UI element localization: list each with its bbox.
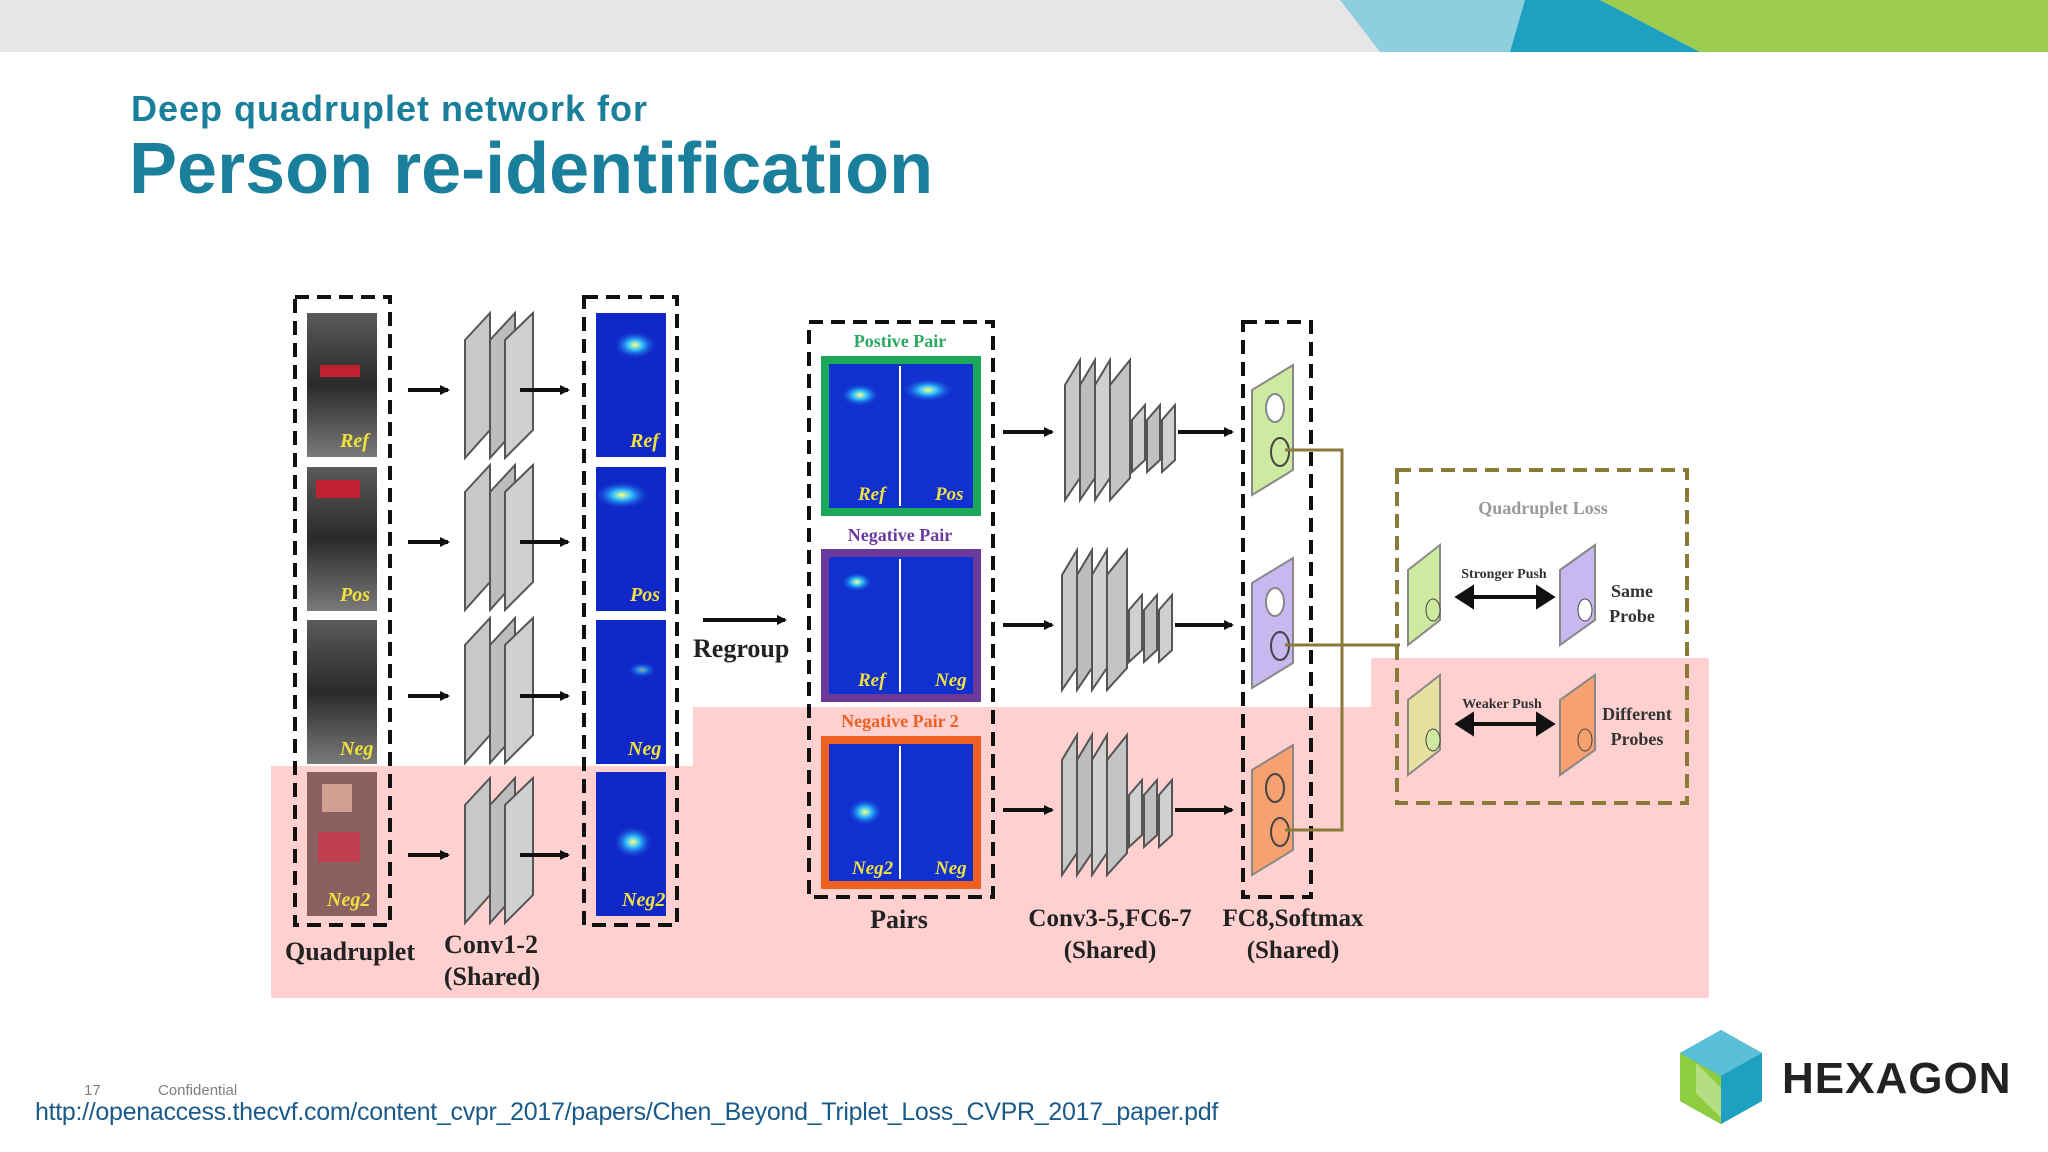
same-probe-line1: Same (1611, 581, 1653, 601)
image-label-ref: Ref (339, 430, 371, 452)
image-label-pos: Pos (339, 584, 370, 606)
fc8-green (1251, 363, 1294, 497)
heatmap-neg (596, 620, 666, 764)
regroup-label: Regroup (693, 634, 789, 663)
top-decoration (1340, 0, 2048, 52)
same-probe-line2: Probe (1609, 606, 1655, 626)
quadruplet-loss-box (1395, 468, 1689, 805)
conv12-block-3 (464, 615, 534, 766)
conv12-shared: (Shared) (444, 962, 540, 991)
quadruplet-images: Ref Pos Neg Neg2 (307, 313, 377, 916)
conv12-block-4 (464, 775, 534, 926)
different-probes-line2: Probes (1611, 729, 1664, 749)
quadruplet-label: Quadruplet (285, 937, 415, 966)
quadruplet-box (293, 295, 392, 927)
fc8-purple (1251, 556, 1294, 690)
weaker-push-arrow (1454, 711, 1556, 737)
neg-pair2-label-right: Neg (934, 858, 967, 879)
heatmap-box (582, 295, 679, 927)
image-label-neg2: Neg2 (326, 889, 370, 911)
pairs-label: Pairs (870, 905, 928, 934)
neg-pair-label-right: Neg (934, 670, 967, 691)
pos-pair-title: Postive Pair (854, 331, 946, 351)
page-number: 17 (84, 1082, 101, 1099)
conv35-blocks (1061, 356, 1176, 879)
arrows-to-fc8 (1175, 427, 1234, 815)
hexagon-logo-icon (1680, 1030, 1762, 1124)
image-ref (307, 313, 377, 457)
conv12-block-2 (464, 462, 534, 613)
conv35-shared: (Shared) (1064, 937, 1157, 964)
arrows-to-conv35 (1003, 427, 1054, 815)
conv12-label: Conv1-2 (444, 930, 538, 959)
neg-pair2-label-left: Neg2 (851, 858, 894, 879)
conv35-stack-2 (1061, 546, 1173, 694)
heatmaps: Ref Pos Neg Neg2 (594, 313, 666, 916)
heatmap-label-ref: Ref (629, 430, 661, 452)
pos-pair-label-right: Pos (934, 484, 964, 505)
arrows-to-heatmaps (520, 385, 570, 860)
fc8-shared: (Shared) (1247, 937, 1340, 964)
pairs-box (807, 320, 995, 899)
fc8-label: FC8,Softmax (1223, 905, 1364, 932)
heatmap-label-neg: Neg (627, 738, 661, 760)
stronger-push-arrow (1454, 584, 1556, 610)
fc8-blocks (1251, 363, 1294, 877)
loss-green-block (1407, 542, 1441, 648)
neg-pair-label-left: Ref (857, 670, 887, 691)
slide-title: Person re-identification (129, 129, 934, 209)
neg-pair-title: Negative Pair (848, 525, 952, 545)
conv35-stack-1 (1064, 356, 1176, 504)
pos-pair-label-left: Ref (857, 484, 887, 505)
conv12-blocks (464, 310, 534, 926)
loss-purple-block (1559, 543, 1596, 647)
paper-link[interactable]: http://openaccess.thecvf.com/content_cvp… (35, 1098, 1218, 1126)
heatmap-label-neg2: Neg2 (621, 889, 665, 911)
different-probes-line1: Different (1602, 704, 1672, 724)
weaker-push-label: Weaker Push (1462, 697, 1542, 712)
loss-title: Quadruplet Loss (1478, 498, 1608, 518)
fc8-box (1241, 320, 1313, 899)
confidential-label: Confidential (158, 1082, 238, 1099)
image-neg (307, 620, 377, 764)
conv35-stack-3 (1061, 731, 1173, 879)
slide-subtitle: Deep quadruplet network for (131, 88, 649, 129)
stronger-push-label: Stronger Push (1461, 567, 1547, 582)
arrows-to-conv12 (408, 385, 450, 860)
neg-pair2-title: Negative Pair 2 (841, 711, 959, 731)
loss-connectors (1285, 448, 1400, 832)
heatmap-label-pos: Pos (629, 584, 660, 606)
brand-name: HEXAGON (1782, 1054, 2012, 1103)
conv12-block-1 (464, 310, 534, 461)
image-label-neg: Neg (339, 738, 373, 760)
conv35-label: Conv3-5,FC6-7 (1028, 905, 1191, 932)
